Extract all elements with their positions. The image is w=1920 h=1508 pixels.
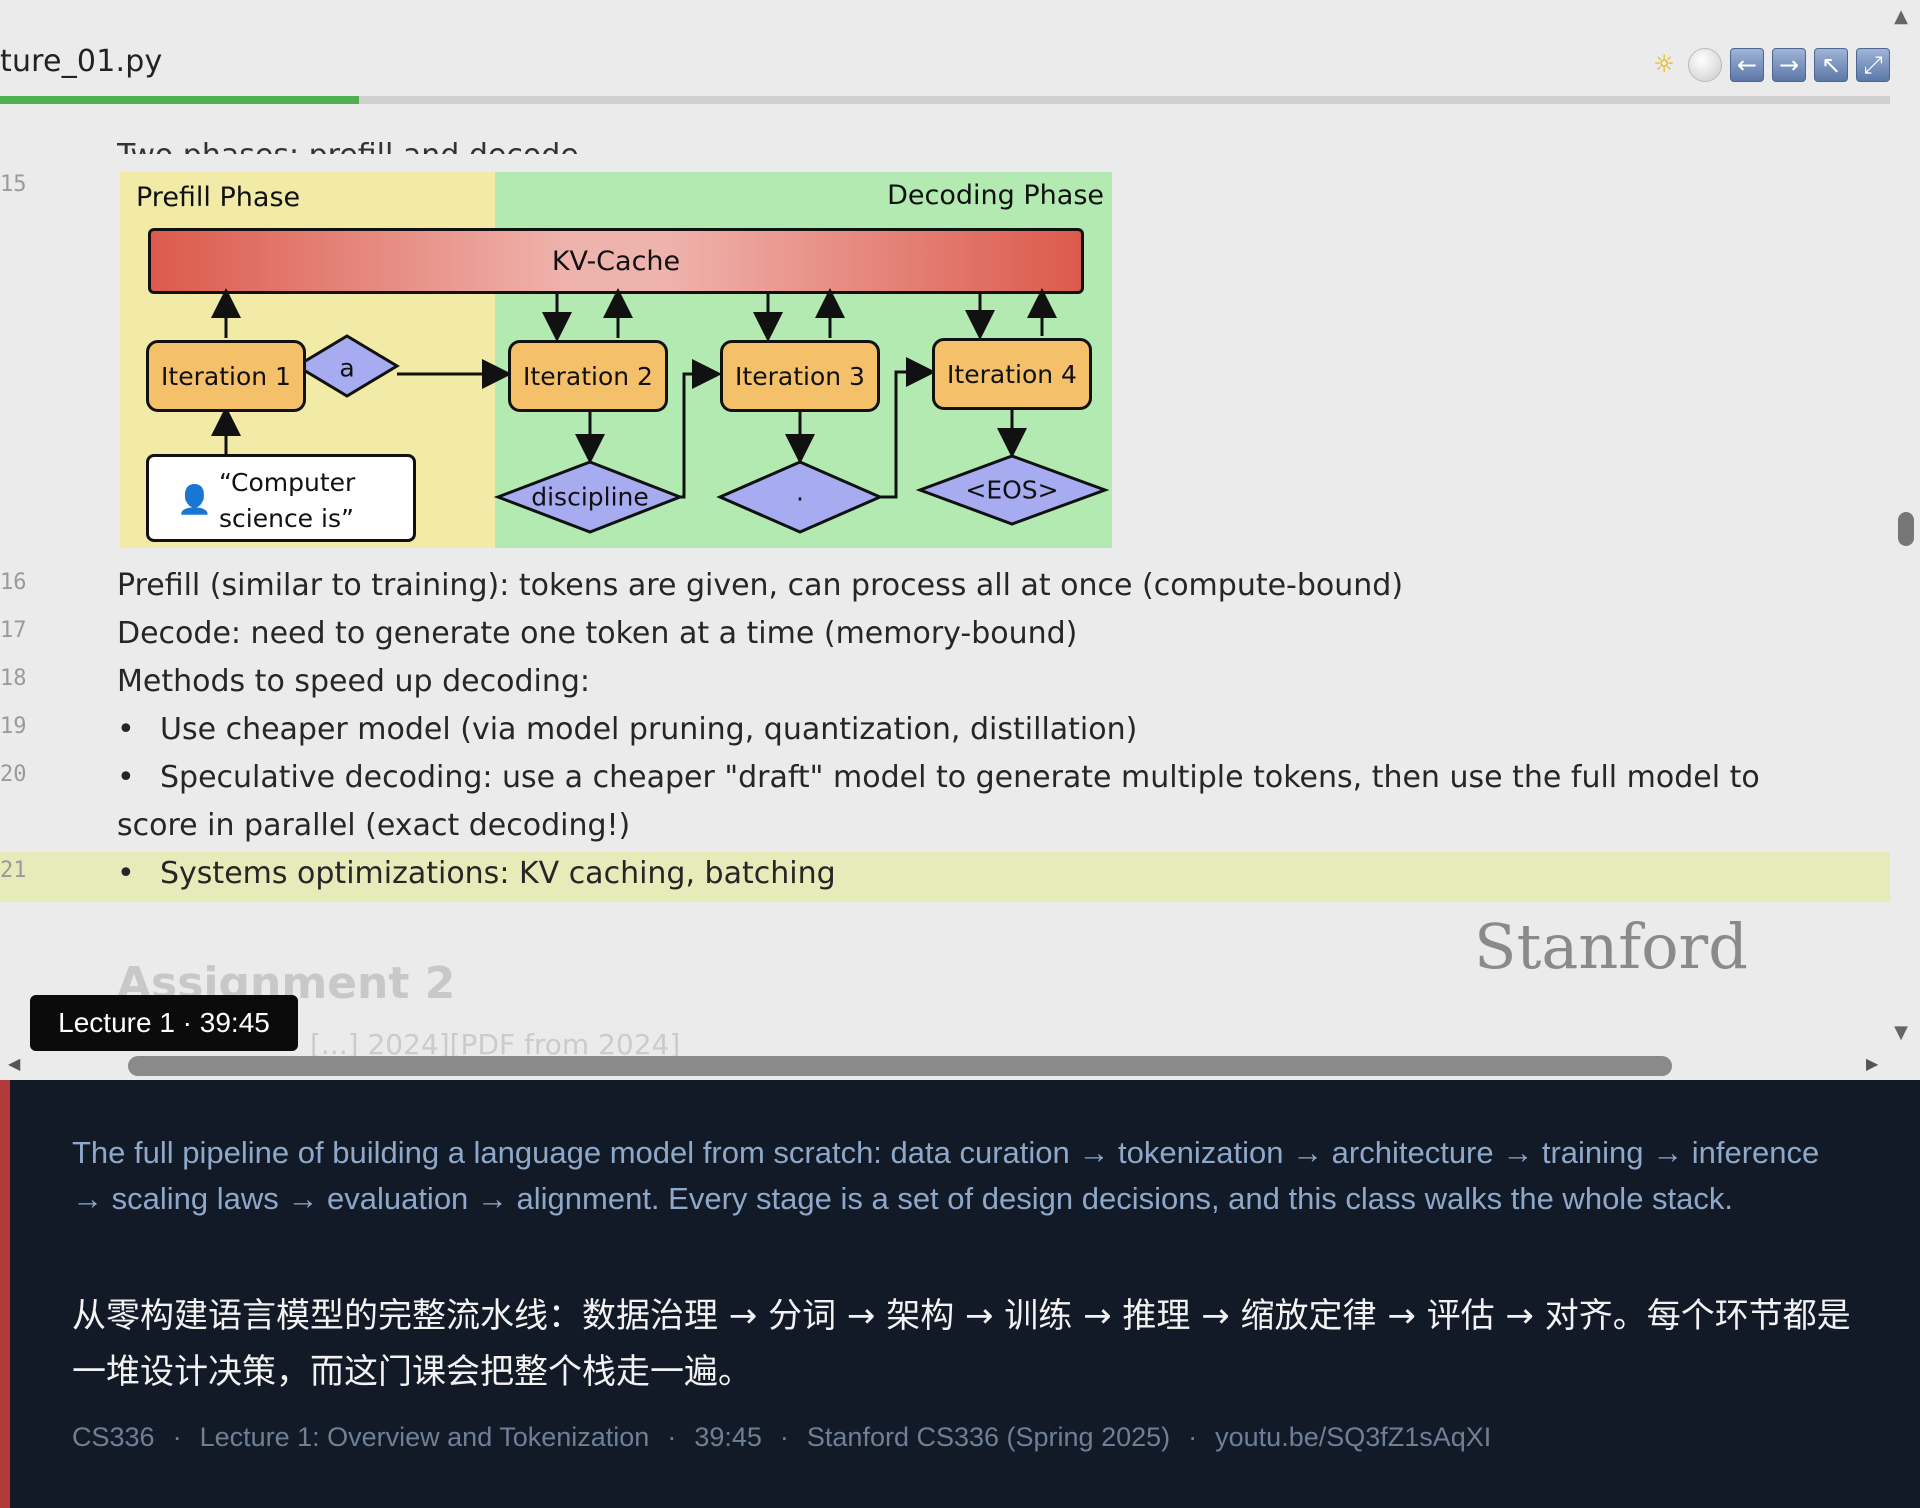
- prefill-phase-title: Prefill Phase: [136, 182, 301, 213]
- caption-meta: CS336·Lecture 1: Overview and Tokenizati…: [72, 1422, 1492, 1452]
- circle-icon[interactable]: [1688, 48, 1722, 82]
- kv-cache-box: KV-Cache: [148, 228, 1084, 294]
- expand-icon[interactable]: ⤢: [1856, 48, 1890, 82]
- token-label-a: a: [339, 353, 355, 383]
- vertical-scrollbar-thumb[interactable]: [1898, 512, 1914, 546]
- caption-accent-bar: [0, 1080, 10, 1508]
- token-label-period: .: [796, 477, 804, 507]
- scroll-up-arrow-icon[interactable]: ▲: [1894, 6, 1908, 27]
- file-title: ture_01.py: [0, 44, 163, 79]
- line-prefill: Prefill (similar to training): tokens ar…: [117, 568, 1404, 603]
- iteration-2-box: Iteration 2: [508, 340, 668, 412]
- partial-code-line: Two phases: prefill and decode: [117, 128, 579, 154]
- iteration-3-box: Iteration 3: [720, 340, 880, 412]
- token-diamond-discipline: [493, 460, 685, 534]
- arrow-left-icon[interactable]: ←: [1730, 48, 1764, 82]
- meta-course: CS336: [72, 1422, 155, 1452]
- arrow-right-icon[interactable]: →: [1772, 48, 1806, 82]
- line-cheaper-model: Use cheaper model (via model pruning, qu…: [160, 712, 1138, 747]
- bullet-marker: •: [117, 712, 135, 747]
- token-diamond-a: [294, 334, 400, 398]
- pdf-links-line[interactable]: [...] 2024][PDF from 2024]: [310, 1028, 681, 1058]
- meta-time: 39:45: [694, 1422, 762, 1452]
- line-number: 16: [0, 570, 27, 595]
- decoding-phase-title: Decoding Phase: [887, 180, 1104, 211]
- user-icon: 👤: [177, 483, 212, 516]
- progress-fill: [0, 96, 360, 104]
- scroll-right-arrow-icon[interactable]: ▶: [1866, 1054, 1879, 1073]
- lecture-time-badge: Lecture 1 · 39:45: [30, 995, 298, 1051]
- bullet-marker: •: [117, 856, 135, 891]
- prompt-line-1: “Computer: [219, 468, 356, 497]
- horizontal-scrollbar-thumb[interactable]: [128, 1056, 1672, 1076]
- prompt-text: “Computer science is”: [219, 465, 355, 537]
- line-systems: Systems optimizations: KV caching, batch…: [160, 856, 836, 891]
- arrow-up-left-icon[interactable]: ↖: [1814, 48, 1848, 82]
- token-diamond-period: [716, 460, 884, 534]
- meta-source: Stanford CS336 (Spring 2025): [806, 1422, 1171, 1452]
- line-number: 20: [0, 762, 27, 787]
- stanford-logo: Stanford: [1474, 910, 1748, 983]
- scroll-down-arrow-icon[interactable]: ▼: [1894, 1022, 1908, 1043]
- chinese-caption: 从零构建语言模型的完整流水线：数据治理 → 分词 → 架构 → 训练 → 推理 …: [72, 1296, 1851, 1392]
- line-number: 18: [0, 666, 27, 691]
- bullet-marker: •: [117, 760, 135, 795]
- iteration-1-box: Iteration 1: [146, 340, 306, 412]
- caption-panel: The full pipeline of building a language…: [0, 1080, 1920, 1508]
- line-speculative: Speculative decoding: use a cheaper "dra…: [160, 760, 1760, 795]
- line-number: 15: [0, 172, 27, 197]
- video-frame: ture_01.py ☼ ← → ↖ ⤢ ▲ ▼ Two phases: pre…: [0, 0, 1920, 1080]
- scroll-left-arrow-icon[interactable]: ◀: [8, 1054, 21, 1073]
- prefill-decode-diagram: Prefill Phase Decoding Phase KV-Cache: [120, 172, 1112, 548]
- line-number: 19: [0, 714, 27, 739]
- diagram-arrows-and-tokens: [211, 288, 1110, 534]
- token-label-discipline: discipline: [531, 482, 649, 512]
- line-number: 17: [0, 618, 27, 643]
- meta-url[interactable]: youtu.be/SQ3fZ1sAqXI: [1215, 1422, 1492, 1452]
- prompt-box: 👤 “Computer science is”: [146, 454, 416, 542]
- token-diamond-eos: [915, 454, 1110, 526]
- token-label-eos: <EOS>: [965, 475, 1059, 505]
- line-methods: Methods to speed up decoding:: [117, 664, 590, 699]
- line-number: 21: [0, 858, 27, 883]
- progress-bar[interactable]: [0, 96, 1890, 104]
- line-speculative-continued: score in parallel (exact decoding!): [117, 808, 631, 843]
- viewer-toolbar: ☼ ← → ↖ ⤢: [1648, 48, 1890, 82]
- highlighted-line: [0, 852, 1890, 902]
- english-caption: The full pipeline of building a language…: [72, 1135, 1820, 1216]
- meta-lecture: Lecture 1: Overview and Tokenization: [199, 1422, 650, 1452]
- weather-icon[interactable]: ☼: [1653, 50, 1675, 78]
- prompt-line-2: science is”: [219, 504, 354, 533]
- line-decode: Decode: need to generate one token at a …: [117, 616, 1078, 651]
- iteration-4-box: Iteration 4: [932, 338, 1092, 410]
